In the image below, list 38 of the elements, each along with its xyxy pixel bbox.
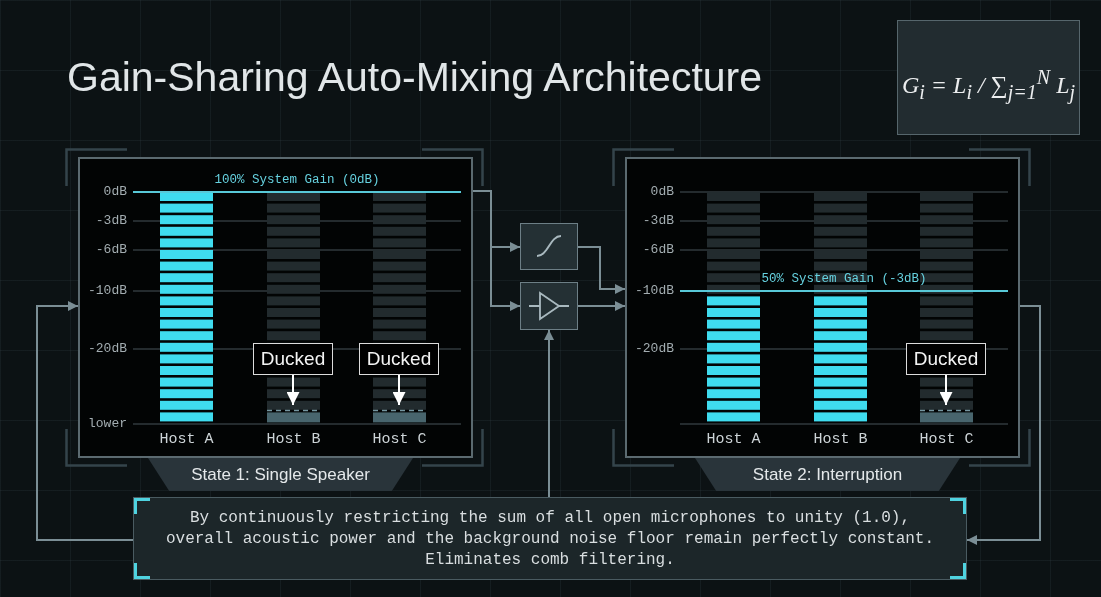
- arrow: [286, 374, 300, 406]
- formula-box: G$_{i}$ = L$_{i}$ / ∑$_{j=1}$$^{N}$ L$_{j}$: [897, 20, 1080, 135]
- arrow: [939, 374, 953, 406]
- meter-channel-label: Host C: [371, 431, 428, 449]
- process-block: [520, 223, 578, 270]
- axis-tick-label: -20dB: [634, 340, 674, 358]
- axis-tick-label: 0dB: [649, 183, 674, 201]
- arrow: [577, 301, 626, 311]
- axis-tick-label: -10dB: [634, 282, 674, 300]
- arrow: [392, 374, 406, 406]
- callout-label: Ducked: [359, 343, 439, 375]
- axis-tick-label: -3dB: [94, 212, 127, 230]
- arrow: [472, 190, 521, 311]
- caption-tab: State 2: Interruption: [695, 458, 960, 491]
- arrow: [966, 305, 1041, 545]
- arrow: [36, 301, 134, 541]
- axis-tick-label: 0dB: [102, 183, 127, 201]
- axis-tick-label: -20dB: [87, 340, 127, 358]
- meter-channel-label: Host A: [158, 431, 215, 449]
- meter-channel-label: Host C: [918, 431, 975, 449]
- axis-tick-label: -3dB: [641, 212, 674, 230]
- axis-tick-label: -10dB: [87, 282, 127, 300]
- note-panel: By continuously restricting the sum of all open microphones to unity (1.0), overall acoustic power and the background noise floor remain perfectly constant. Eliminates comb filtering.: [133, 497, 967, 580]
- reference-line-label: 100% System Gain (0dB): [213, 172, 381, 188]
- title: Gain-Sharing Auto-Mixing Architecture: [67, 53, 763, 101]
- meter-channel-label: Host B: [265, 431, 322, 449]
- callout-label: Ducked: [253, 343, 333, 375]
- reference-line-label: 50% System Gain (-3dB): [760, 271, 928, 287]
- axis-tick-label: lower: [87, 415, 127, 433]
- arrow: [544, 329, 554, 498]
- arrow: [577, 246, 626, 294]
- callout-label: Ducked: [906, 343, 986, 375]
- meter-channel-label: Host A: [705, 431, 762, 449]
- axis-tick-label: -6dB: [641, 241, 674, 259]
- meter-channel-label: Host B: [812, 431, 869, 449]
- axis-tick-label: -6dB: [94, 241, 127, 259]
- caption-tab: State 1: Single Speaker: [148, 458, 413, 491]
- process-block: [520, 282, 578, 330]
